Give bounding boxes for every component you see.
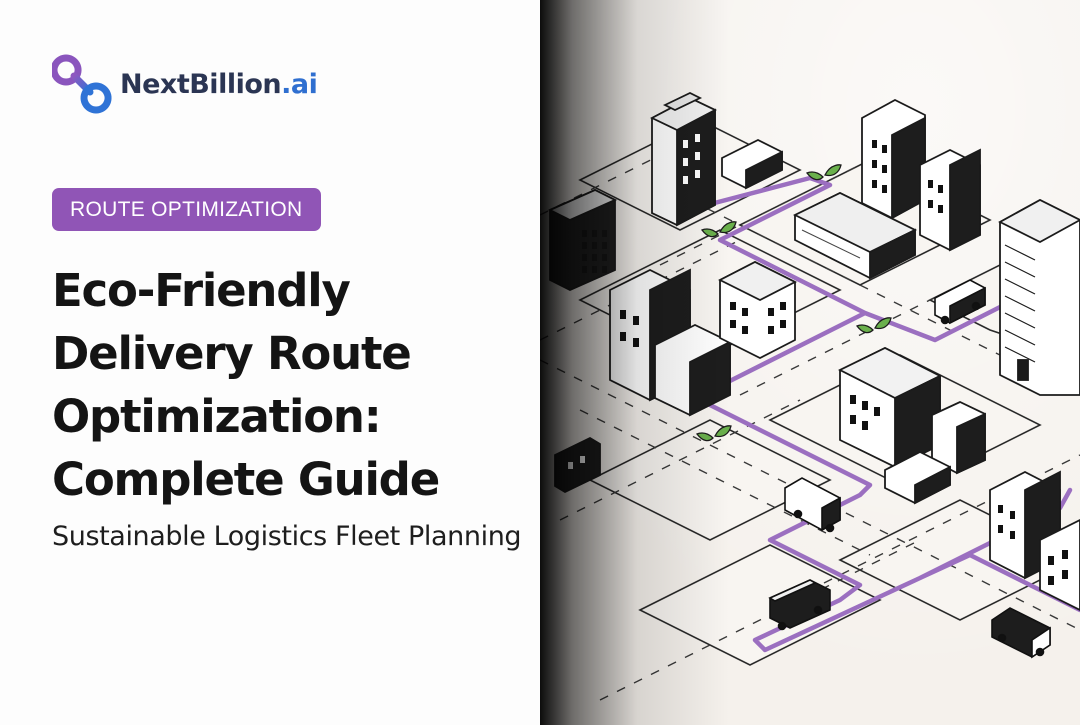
brand-logo[interactable]: NextBillion.ai [52, 52, 318, 116]
left-panel: NextBillion.ai ROUTE OPTIMIZATION Eco-Fr… [52, 52, 522, 552]
brand-name-part1: NextBillion [120, 68, 282, 100]
city-illustration [540, 0, 1080, 725]
page-title: Eco-Friendly Delivery Route Optimization… [52, 264, 440, 506]
page-subtitle: Sustainable Logistics Fleet Planning [52, 521, 522, 552]
infinity-loop-logo-icon [52, 54, 112, 114]
city-map-svg [540, 0, 1080, 725]
category-badge[interactable]: ROUTE OPTIMIZATION [52, 188, 321, 231]
brand-name: NextBillion.ai [120, 68, 318, 100]
brand-name-part2: .ai [281, 68, 318, 100]
